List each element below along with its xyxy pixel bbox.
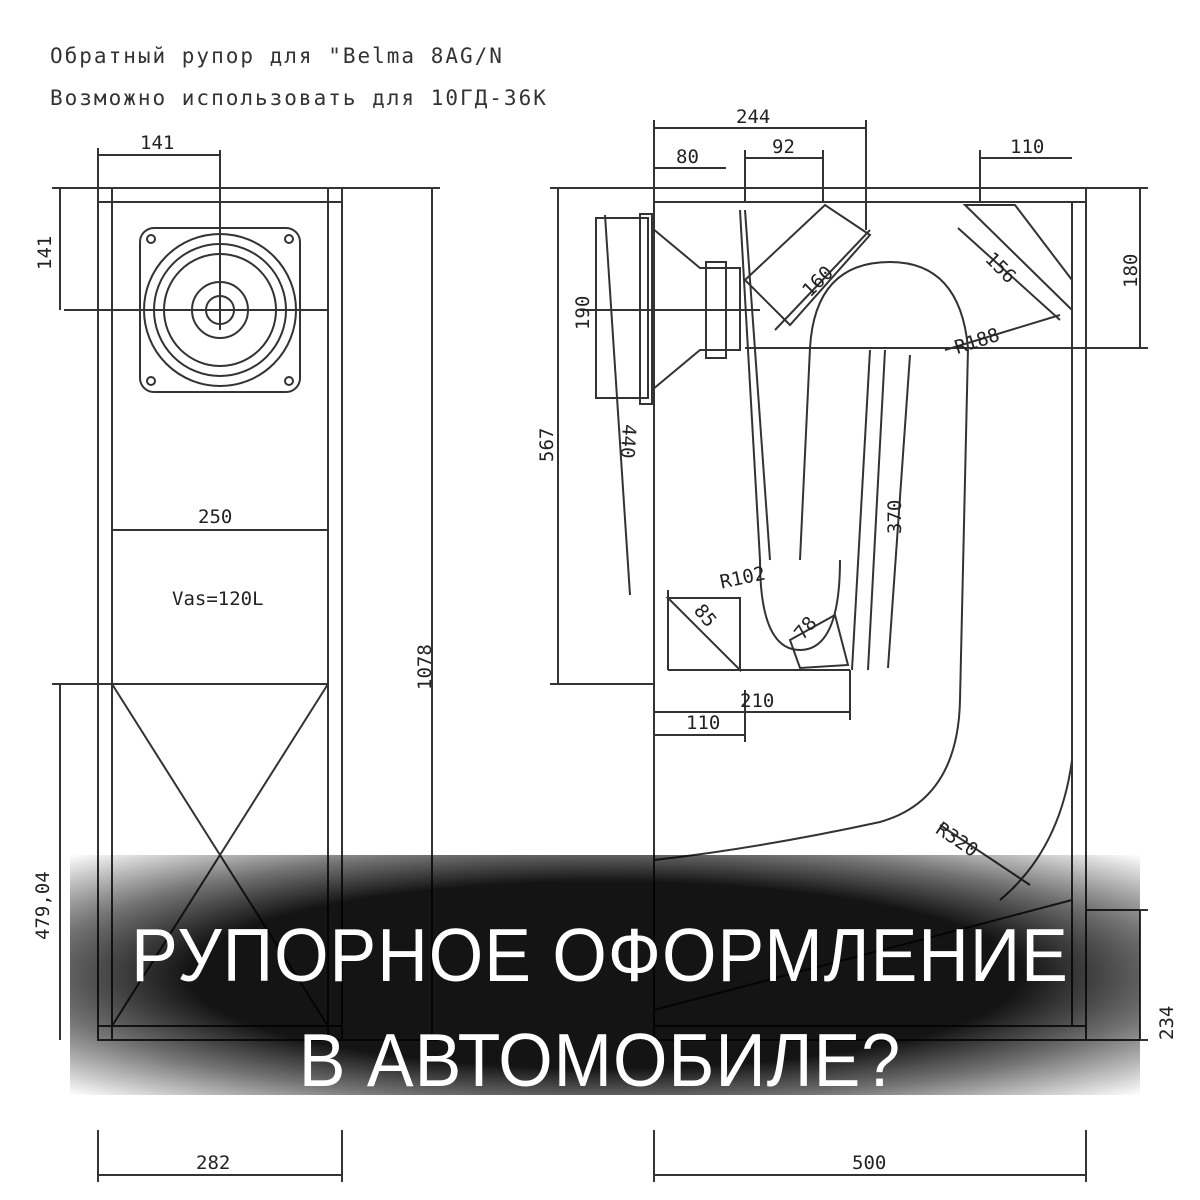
speaker-hole-bl xyxy=(146,376,156,386)
drawing-subtitle: Возможно использовать для 10ГД-36К xyxy=(50,86,548,110)
dim-label-1078: 1078 xyxy=(414,644,436,690)
dim-label-110-bottom: 110 xyxy=(686,712,721,734)
dim-label-141-width: 141 xyxy=(140,132,175,154)
horn-bottom-bend xyxy=(759,559,841,652)
dim-label-244: 244 xyxy=(736,106,771,128)
dim-label-370: 370 xyxy=(884,499,906,534)
horn-inner-wall-right xyxy=(744,209,771,561)
drawing-title: Обратный рупор для "Belma 8AG/N xyxy=(50,44,504,68)
vas-label: Vas=120L xyxy=(172,588,264,610)
dim-label-282: 282 xyxy=(196,1152,231,1174)
speaker-hole-br xyxy=(284,376,294,386)
headline-line-1: РУПОРНОЕ ОФОРМЛЕНИЕ xyxy=(131,912,1069,998)
dim-label-141-height: 141 xyxy=(34,235,56,270)
horn-divider-1 xyxy=(851,349,871,671)
horn-divider-2 xyxy=(867,349,886,671)
dim-370 xyxy=(887,354,911,669)
dim-156 xyxy=(957,227,1061,321)
dim-label-210: 210 xyxy=(740,690,775,712)
speaker-side-cone xyxy=(651,225,741,393)
dim-440 xyxy=(604,214,631,596)
dim-label-92: 92 xyxy=(772,136,795,158)
dim-label-190: 190 xyxy=(572,295,594,330)
dim-label-500: 500 xyxy=(852,1152,887,1174)
horn-fold-top xyxy=(653,260,970,861)
reflector-top-left xyxy=(743,203,872,327)
reflector-bottom-right xyxy=(788,613,850,670)
dim-label-567: 567 xyxy=(536,427,558,462)
horn-inner-wall-left xyxy=(739,209,761,561)
dim-label-80: 80 xyxy=(676,146,699,168)
dim-160 xyxy=(774,229,871,331)
dim-label-250: 250 xyxy=(198,506,233,528)
dim-label-180: 180 xyxy=(1120,253,1142,288)
speaker-hole-tr xyxy=(284,234,294,244)
dim-label-110-top: 110 xyxy=(1010,136,1045,158)
headline-line-2: В АВТОМОБИЛЕ? xyxy=(298,1017,902,1103)
reflector-top-right xyxy=(962,204,1073,313)
horn-fold-left xyxy=(799,347,811,561)
dim-label-440: 440 xyxy=(615,423,640,460)
speaker-hole-tl xyxy=(146,234,156,244)
reflector-bottom-left xyxy=(665,597,741,673)
dim-r188 xyxy=(944,314,1061,351)
headline-backdrop xyxy=(70,855,1140,1095)
